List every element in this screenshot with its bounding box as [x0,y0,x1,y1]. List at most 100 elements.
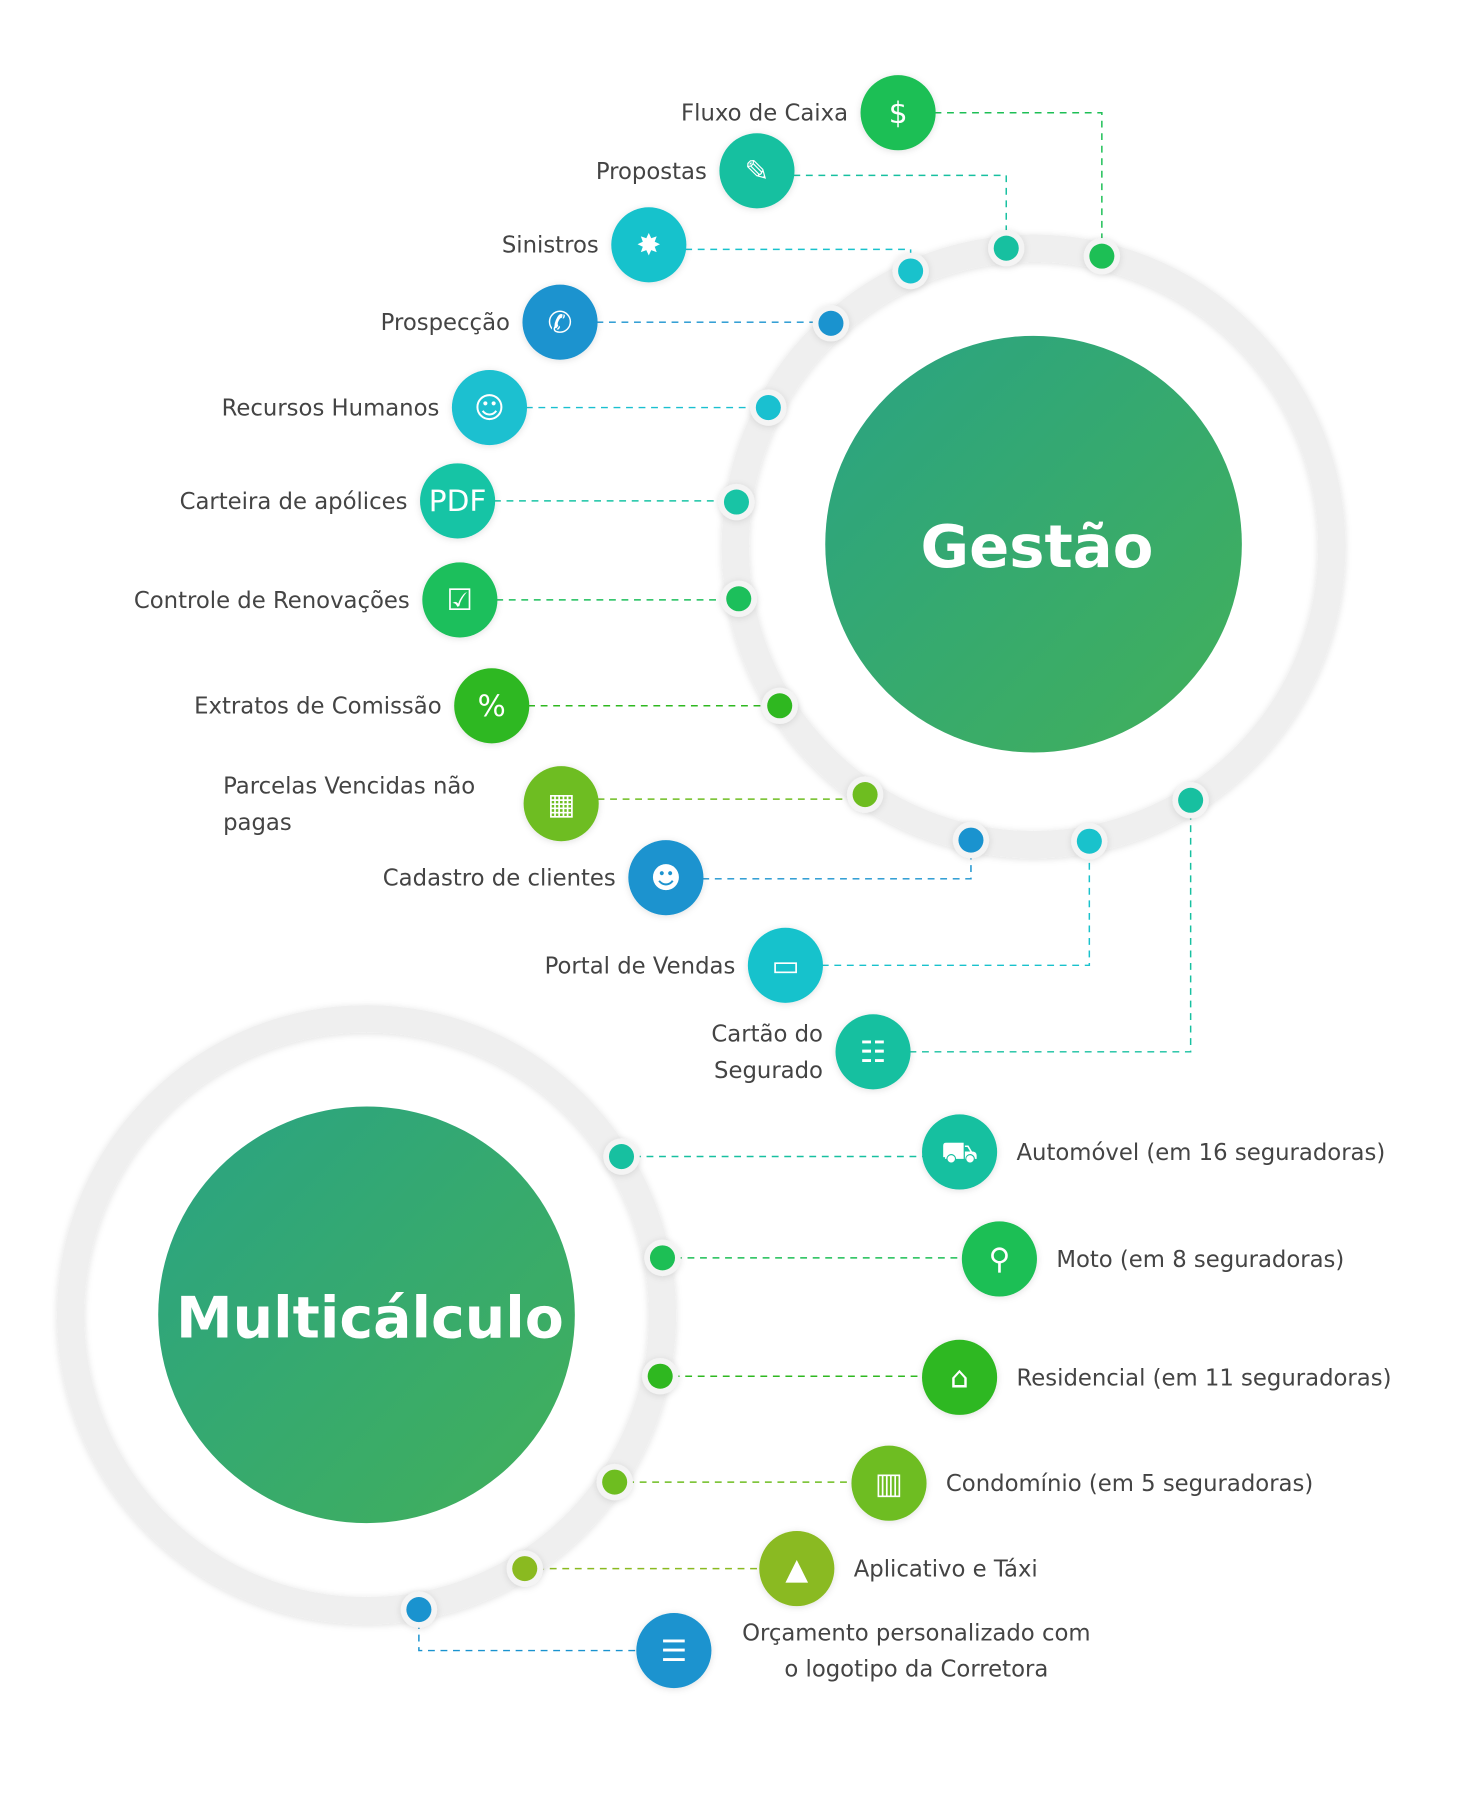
feature-item[interactable]: ✆ Prospecção [381,284,598,360]
feature-label: Controle de Renovações [134,588,410,614]
feature-label: Sinistros [502,233,599,259]
multicalculo-ring: Multicálculo [56,1005,677,1625]
feature-item[interactable]: ▲ Aplicativo e Táxi [759,1531,1038,1607]
ring-node [603,1138,640,1175]
feature-item[interactable]: ⚲ Moto (em 8 seguradoras) [961,1221,1344,1297]
feature-label: Portal de Vendas [545,953,736,979]
ring-node [846,776,884,813]
people-icon: ☺ [451,369,528,446]
feature-item[interactable]: % Extratos de Comissão [194,668,530,744]
feature-label: Condomínio (em 5 seguradoras) [946,1471,1313,1497]
feature-item[interactable]: ⌂ Residencial (em 11 seguradoras) [922,1339,1391,1415]
house-icon: ⌂ [922,1339,998,1415]
ring-node [1071,823,1108,860]
ring-node [761,687,798,724]
ring-node [720,580,757,617]
gestao-ring: Gestão [721,234,1346,859]
feature-item[interactable]: ✸ Sinistros [502,207,687,283]
svg-text:✎: ✎ [745,154,770,188]
feature-item[interactable]: ⛟ Automóvel (em 16 seguradoras) [922,1114,1385,1190]
connector-line [418,1609,638,1652]
ring-node [641,1358,679,1395]
feature-label: Automóvel (em 16 seguradoras) [1016,1140,1385,1166]
svg-text:%: % [478,689,506,723]
feature-item[interactable]: ✎ Propostas [596,133,795,209]
monitor-icon: ▭ [747,927,823,1003]
smartphone-navigation-icon: ▲ [759,1531,835,1607]
ring-node [988,229,1025,267]
ring-node [812,305,850,342]
connector-line [934,112,1103,257]
multicalculo-hub [158,1106,575,1524]
ring-node [750,389,787,426]
feature-item[interactable]: ☺ Recursos Humanos [222,369,528,446]
feature-label: Carteira de apólices [180,489,408,515]
connector-line [685,248,912,271]
ring-node [1083,237,1121,275]
ring-node [596,1463,633,1501]
connector-line [793,174,1007,249]
multicalculo-title: Multicálculo [176,1286,564,1352]
connector-line [702,840,972,880]
svg-text:⚲: ⚲ [989,1242,1011,1276]
svg-text:✆: ✆ [548,305,573,339]
feature-label: Aplicativo e Táxi [854,1557,1038,1583]
feature-label: Cadastro de clientes [383,866,616,892]
ring-node [718,483,755,521]
svg-text:☺: ☺ [474,391,505,425]
svg-text:☑: ☑ [447,583,474,617]
svg-text:▥: ▥ [875,1466,903,1500]
feature-item[interactable]: $ Fluxo de Caixa [681,75,936,151]
calendar-clock-icon: ▦ [523,766,599,842]
svg-text:☰: ☰ [661,1634,688,1668]
feature-item[interactable]: ▥ Condomínio (em 5 seguradoras) [851,1445,1313,1521]
feature-item[interactable]: ☻ Cadastro de clientes [383,840,704,916]
building-icon: ▥ [851,1445,927,1521]
connector-line [821,841,1091,967]
svg-text:▦: ▦ [547,787,575,821]
car-icon: ⛟ [922,1114,998,1190]
ring-node [952,821,990,859]
motorcycle-icon: ⚲ [961,1221,1037,1297]
feature-label: Residencial (em 11 seguradoras) [1016,1365,1391,1391]
svg-text:☷: ☷ [860,1035,887,1069]
svg-text:$: $ [889,96,908,130]
connector-line [909,800,1192,1053]
feature-label: o logotipo da Corretora [784,1657,1048,1683]
svg-text:⛟: ⛟ [941,1135,978,1169]
feature-label: Extratos de Comissão [194,694,442,720]
phone-icon: ✆ [522,284,598,360]
ring-node [506,1550,543,1587]
feature-item[interactable]: PDF Carteira de apólices [180,463,496,539]
user-register-icon: ☻ [628,840,704,916]
feature-item[interactable]: ☑ Controle de Renovações [134,562,498,638]
svg-text:☻: ☻ [650,861,681,895]
car-crash-icon: ✸ [611,207,687,283]
svg-text:⌂: ⌂ [950,1361,969,1395]
feature-item[interactable]: ☰ Orçamento personalizado com o logotipo d… [636,1612,1091,1689]
cash-flow-document-icon: $ [860,75,936,151]
feature-label: Parcelas Vencidas não [223,773,475,799]
ring-node [1172,782,1209,819]
feature-label: Segurado [714,1058,823,1084]
feature-label: Orçamento personalizado com [742,1620,1090,1646]
feature-label: Moto (em 8 seguradoras) [1056,1247,1344,1273]
feature-item[interactable]: ☷ Cartão do Segurado [711,1014,911,1090]
feature-label: Recursos Humanos [222,396,440,422]
id-card-icon: ☷ [835,1014,911,1090]
feature-label: Prospecção [381,310,510,336]
feature-label: Fluxo de Caixa [681,101,848,127]
feature-label: Propostas [596,159,707,185]
svg-text:✸: ✸ [636,228,661,262]
pdf-file-icon: PDF [420,463,496,539]
feature-label: Cartão do [711,1022,823,1048]
clipboard-checklist-icon: ☑ [422,562,498,638]
ring-node [400,1591,438,1628]
svg-text:▲: ▲ [785,1552,808,1586]
feature-item[interactable]: ▭ Portal de Vendas [545,927,823,1003]
svg-text:PDF: PDF [429,484,487,518]
ring-node [644,1239,681,1277]
gestao-hub [825,335,1242,753]
